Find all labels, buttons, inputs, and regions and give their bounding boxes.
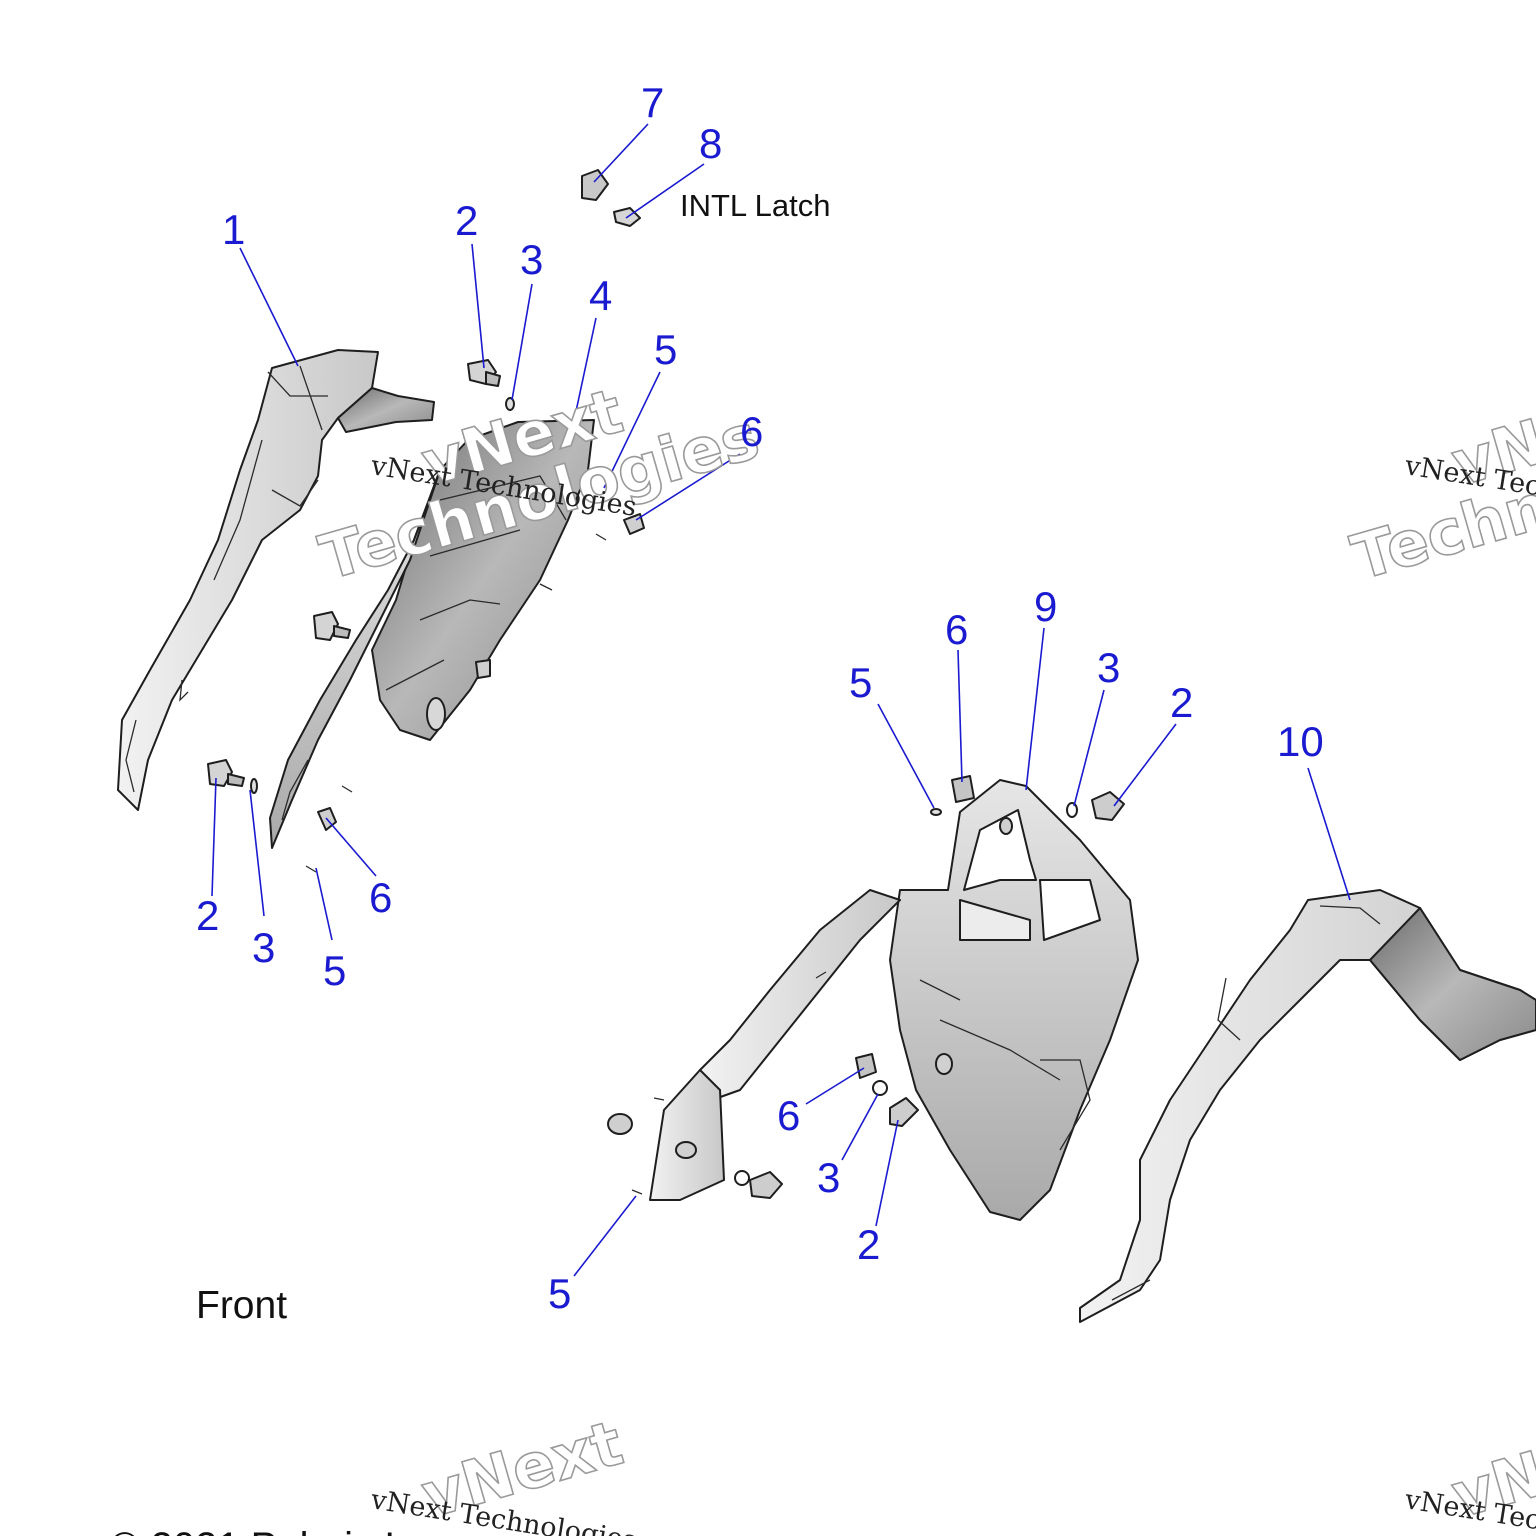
leader-2a [471, 243, 485, 369]
part-10-right-side-panel [1079, 889, 1536, 1323]
leader-6d [805, 1067, 865, 1105]
leader-5c [877, 703, 935, 809]
intl-latch-label: INTL Latch [680, 188, 830, 223]
leader-10 [1307, 767, 1351, 901]
callout-3: 3 [1097, 644, 1120, 691]
callout-9: 9 [1034, 583, 1057, 630]
part-9-right-inner-fender [649, 779, 1139, 1221]
leader-4 [571, 317, 597, 431]
leader-6b [325, 817, 377, 877]
leader-3d [841, 1093, 879, 1161]
callout-5: 5 [654, 326, 677, 373]
leader-9 [1025, 627, 1045, 791]
leader-2b [211, 777, 217, 897]
callout-6: 6 [777, 1092, 800, 1139]
callout-5: 5 [323, 947, 346, 994]
part-7-8-intl-latch [581, 169, 641, 227]
leader-8 [625, 163, 705, 219]
callout-2: 2 [196, 892, 219, 939]
callout-6: 6 [740, 408, 763, 455]
callout-4: 4 [589, 272, 612, 319]
leader-6a [635, 453, 741, 521]
callout-6: 6 [945, 606, 968, 653]
callout-2: 2 [857, 1221, 880, 1268]
watermark-bottom-right: vNext vNext Technologies [1402, 1405, 1536, 1536]
leader-5b [315, 867, 333, 941]
hardware-left [207, 359, 645, 873]
leader-3a [511, 283, 533, 401]
callout-3: 3 [520, 236, 543, 283]
watermark-bottom-left: vNext vNext Technologies [368, 1405, 639, 1536]
leader-6c [957, 649, 963, 783]
callout-2: 2 [455, 197, 478, 244]
callout-1: 1 [222, 206, 245, 253]
part-4-left-inner-fender [269, 419, 595, 849]
leader-2d [875, 1119, 899, 1227]
callout-2: 2 [1170, 679, 1193, 726]
leader-5a [603, 371, 661, 489]
part-1-left-side-panel [117, 349, 435, 811]
callout-8: 8 [699, 120, 722, 167]
callout-3: 3 [252, 924, 275, 971]
hardware-right [607, 775, 1125, 1199]
callout-5: 5 [849, 659, 872, 706]
leader-5d [573, 1195, 637, 1277]
watermark-top-right: vNext Technologies vNext Technologies [1343, 373, 1536, 595]
callout-3: 3 [817, 1154, 840, 1201]
copyright-text: © 2021 Polaris Inc. [110, 1525, 449, 1536]
leader-3c [1073, 689, 1105, 807]
callout-5: 5 [548, 1270, 571, 1317]
leader-lines [211, 123, 1351, 1277]
callout-6: 6 [369, 874, 392, 921]
front-label: Front [196, 1284, 287, 1327]
callout-10: 10 [1277, 718, 1324, 765]
leader-2c [1113, 723, 1177, 807]
leader-7 [593, 123, 649, 183]
callouts: 1 2 3 4 5 6 7 8 2 3 5 6 5 6 9 3 2 10 6 3… [196, 79, 1324, 1317]
callout-7: 7 [641, 79, 664, 126]
leader-3b [249, 789, 265, 917]
leader-1 [239, 247, 299, 367]
